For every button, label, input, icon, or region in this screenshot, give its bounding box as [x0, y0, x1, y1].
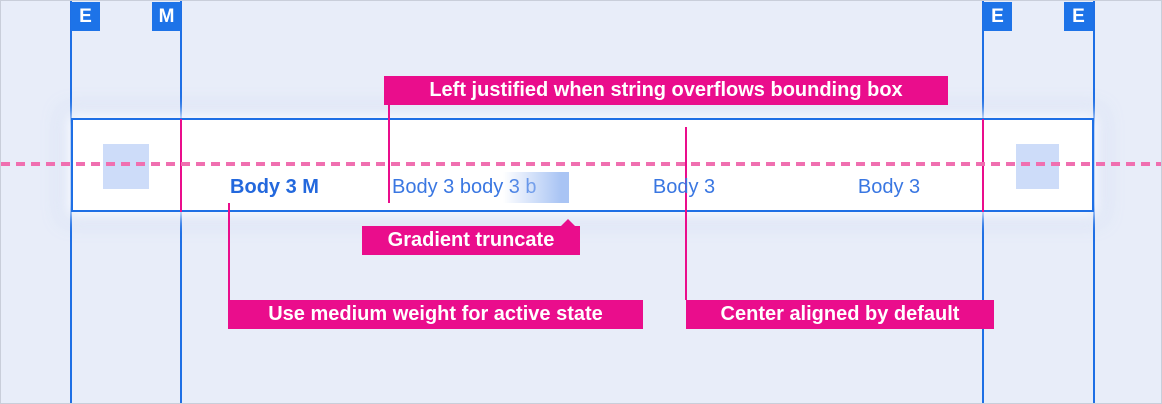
tab-label: Body 3 body 3 b	[392, 176, 537, 198]
measure-chip-e-left: E	[71, 2, 100, 31]
leader-left-justified	[388, 105, 390, 203]
measure-chip-e-right-outer: E	[1064, 2, 1093, 31]
annotation-center-aligned: Center aligned by default	[686, 300, 994, 329]
tab-label: Body 3	[652, 176, 716, 198]
tab-label-band: Body 3 M	[183, 172, 366, 203]
leader-medium-weight	[228, 203, 230, 300]
tab-label-band: Body 3	[594, 172, 774, 203]
annotation-text: Gradient truncate	[387, 229, 555, 251]
measure-chip-e-right-inner: E	[983, 2, 1012, 31]
leader-center-aligned	[685, 127, 687, 300]
tab-label: Body 3	[857, 176, 921, 198]
tab-label: Body 3 M	[230, 176, 319, 198]
annotation-left-justified: Left justified when string overflows bou…	[384, 76, 948, 105]
baseline-dashed-line	[1, 162, 1161, 166]
annotation-gradient-truncate: Gradient truncate	[362, 219, 580, 255]
caret-up-icon	[561, 219, 575, 226]
annotation-medium-weight: Use medium weight for active state	[228, 300, 643, 329]
guide-line-right-edge	[1093, 1, 1095, 403]
measure-chip-m: M	[152, 2, 181, 31]
tab-label-band: Body 3	[799, 172, 979, 203]
edge-spacing-square-right	[1016, 144, 1059, 189]
edge-spacing-square-left	[103, 144, 149, 189]
gradient-truncate-fade	[503, 172, 569, 203]
